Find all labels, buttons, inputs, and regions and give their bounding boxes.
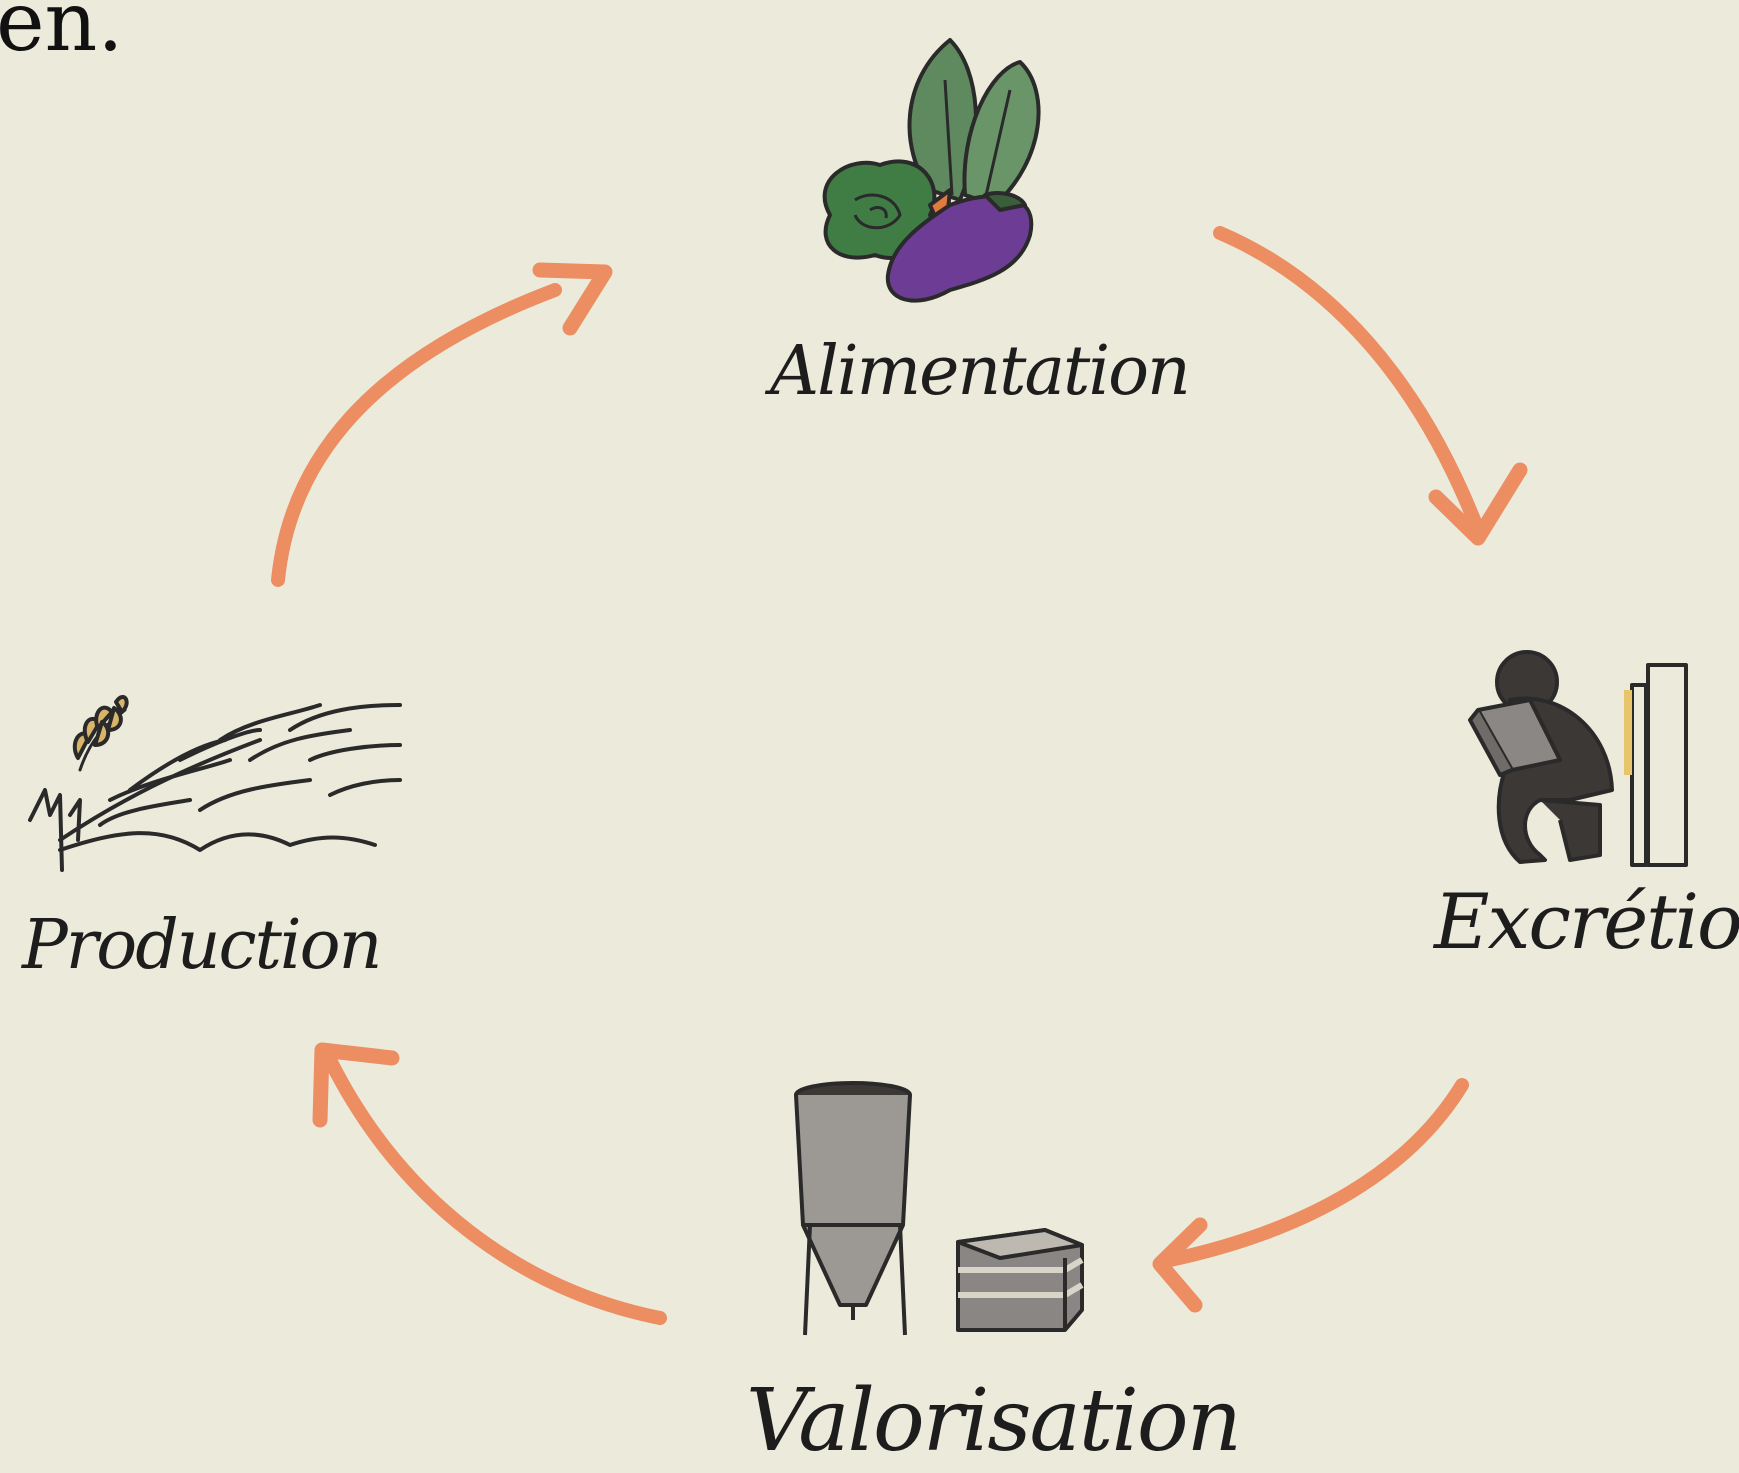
cropped-heading-text: en. <box>0 0 124 70</box>
arrow-alimentation-to-excretion <box>1213 226 1528 546</box>
stage-label-alimentation: Alimentation <box>770 332 1191 411</box>
vegetables-icon <box>822 38 1041 303</box>
stage-label-production: Production <box>22 906 382 985</box>
stage-label-valorisation: Valorisation <box>746 1371 1242 1471</box>
arrow-excretion-to-valorisation <box>1152 1078 1469 1313</box>
person-on-toilet-icon <box>1468 650 1688 867</box>
arrow-production-to-alimentation <box>271 262 613 587</box>
silo-and-compost-bin-icon <box>794 1081 1084 1336</box>
arrow-valorisation-to-production <box>312 1042 667 1325</box>
wheat-field-icon <box>28 695 402 872</box>
stage-label-excretion: Excrétion <box>1434 877 1739 966</box>
